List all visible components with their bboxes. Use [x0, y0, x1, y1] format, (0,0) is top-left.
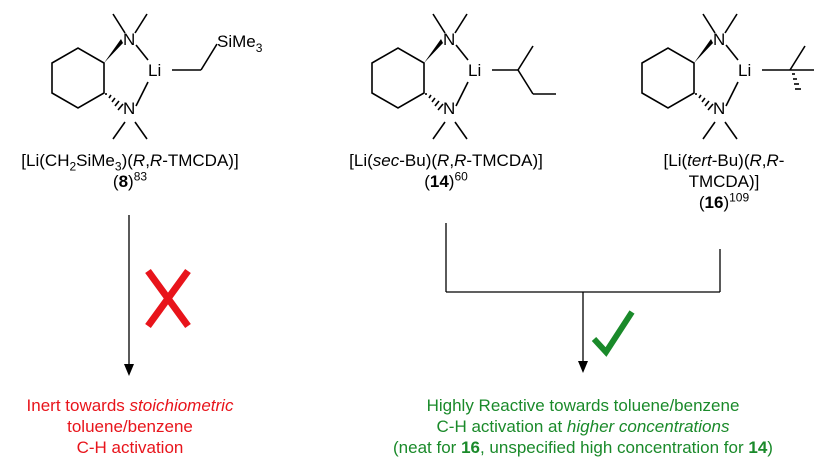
molecule-16-n-upper: N — [713, 30, 725, 49]
molecule-16 — [641, 13, 814, 140]
arrow-right-head — [578, 361, 588, 373]
hashed-bond — [695, 93, 714, 111]
green-check-mark — [591, 310, 635, 357]
outcome-reactive: Highly Reactive towards toluene/benzene … — [393, 396, 773, 457]
hashed-bond — [105, 93, 124, 111]
molecule-8-n-lower: N — [123, 99, 135, 118]
cyclohexane-ring — [51, 47, 105, 109]
cyclohexane-ring — [371, 47, 425, 109]
wedge-bond — [104, 39, 123, 63]
arrow-left-head — [124, 364, 134, 376]
wedge-bond — [424, 39, 443, 63]
molecule-16-n-lower: N — [713, 99, 725, 118]
molecule-14-n-upper: N — [443, 30, 455, 49]
formula-16-line2: TMCDA)] — [688, 172, 760, 191]
hashed-bond — [425, 93, 444, 111]
label-compound-16: [Li(tert-Bu)(R,R- TMCDA)] (16)109 — [634, 150, 814, 213]
cyclohexane-ring — [641, 47, 695, 109]
molecule-14-n-lower: N — [443, 99, 455, 118]
formula-8: [Li(CH2SiMe3)(R,R-TMCDA)] — [21, 151, 239, 174]
formula-16-line1: [Li(tert-Bu)(R,R- — [663, 151, 785, 170]
label-compound-14: [Li(sec-Bu)(R,R-TMCDA)] (14)60 — [330, 150, 562, 192]
red-x-mark — [145, 268, 191, 329]
reaction-connectors — [128, 215, 721, 367]
compound-number-14: (14)60 — [424, 169, 468, 191]
molecule-8-n-upper: N — [123, 30, 135, 49]
compound-number-8: (8)83 — [112, 169, 148, 191]
compound-number-16: (16)109 — [698, 190, 750, 212]
molecule-8-li: Li — [148, 61, 161, 80]
molecule-16-li: Li — [738, 61, 751, 80]
molecule-14 — [371, 13, 556, 140]
molecule-14-li: Li — [468, 61, 481, 80]
outcome-inert: Inert towards stoichiometric toluene/ben… — [26, 396, 234, 457]
wedge-bond — [694, 39, 713, 63]
label-compound-8: [Li(CH2SiMe3)(R,R-TMCDA)] (8)83 — [10, 150, 250, 192]
molecule-8-sime3: SiMe3 — [217, 32, 263, 55]
molecule-8 — [51, 13, 218, 140]
formula-14: [Li(sec-Bu)(R,R-TMCDA)] — [349, 151, 543, 170]
tbu-hashed-bond — [792, 73, 801, 90]
